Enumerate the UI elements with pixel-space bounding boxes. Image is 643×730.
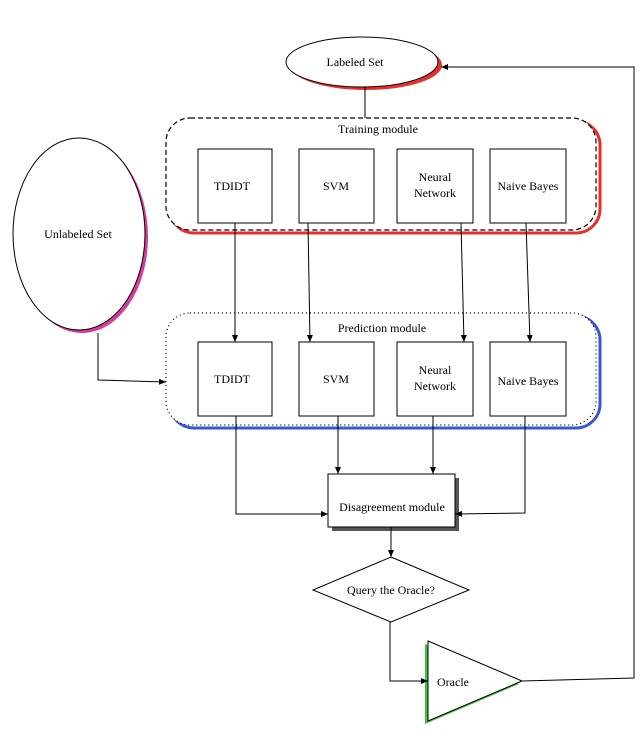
training-neural-label-line1: Neural: [419, 170, 452, 184]
prediction-bayes-to-disagreement-edge: [454, 416, 526, 517]
disagreement-module-box: [327, 473, 456, 528]
prediction-classifier-neural-network: Neural Network: [396, 341, 474, 417]
query-decision-diamond: [311, 556, 471, 623]
prediction-module: Prediction module: [165, 312, 602, 430]
training-classifier-svm: SVM: [298, 148, 375, 224]
training-tdidt-box: [197, 148, 273, 224]
training-module-frame: [165, 117, 597, 231]
prediction-svm-label: SVM: [323, 372, 349, 386]
disagreement-module-label: Disagreement module: [339, 500, 445, 514]
unlabeled-set-shape: [12, 137, 146, 331]
labeled-set-shape: [285, 36, 439, 88]
prediction-module-title: Prediction module: [338, 321, 426, 335]
training-bayes-to-prediction-edge: [525, 222, 533, 343]
prediction-tdidt-label: TDIDT: [214, 372, 251, 386]
training-classifier-naive-bayes: Naive Bayes: [489, 148, 567, 224]
prediction-classifier-naive-bayes: Naive Bayes: [489, 341, 567, 417]
training-neural-network-box: [396, 148, 474, 224]
prediction-classifier-svm: SVM: [298, 341, 375, 417]
training-neural-to-prediction-edge: [460, 222, 467, 343]
unlabeled-set-node: Unlabeled Set: [12, 137, 148, 333]
prediction-neural-label-line2: Network: [414, 379, 456, 393]
oracle-node: Oracle: [425, 640, 524, 724]
training-module: Training module: [165, 117, 602, 235]
training-classifier-tdidt: TDIDT: [197, 148, 273, 224]
training-module-title: Training module: [338, 122, 418, 136]
unlabeled-set-label: Unlabeled Set: [44, 227, 112, 241]
prediction-module-frame: [165, 312, 597, 426]
prediction-neural-label-line1: Neural: [419, 363, 452, 377]
oracle-label: Oracle: [437, 675, 469, 689]
training-svm-label: SVM: [323, 179, 349, 193]
training-neural-label-line2: Network: [414, 186, 456, 200]
query-decision-node: Query the Oracle?: [311, 556, 471, 623]
disagreement-module-node: Disagreement module: [327, 473, 459, 531]
training-svm-box: [298, 148, 375, 224]
unlabeled-to-prediction-edge: [97, 333, 167, 385]
connectors: [97, 64, 635, 684]
labeled-set-label: Labeled Set: [327, 55, 385, 69]
training-naive-bayes-label: Naive Bayes: [498, 179, 559, 193]
prediction-neural-network-box: [396, 341, 474, 417]
prediction-naive-bayes-label: Naive Bayes: [498, 374, 559, 388]
oracle-to-labeled-feedback-edge: [441, 64, 635, 682]
prediction-classifier-tdidt: TDIDT: [197, 341, 273, 417]
training-classifier-neural-network: Neural Network: [396, 148, 474, 224]
training-svm-to-prediction-edge: [306, 222, 313, 343]
prediction-svm-box: [298, 341, 375, 417]
prediction-tdidt-to-disagreement-edge: [235, 416, 328, 517]
training-naive-bayes-box: [489, 148, 567, 224]
query-decision-label: Query the Oracle?: [347, 583, 435, 597]
labeled-set-node: Labeled Set: [285, 36, 442, 90]
training-tdidt-label: TDIDT: [214, 179, 251, 193]
prediction-naive-bayes-box: [489, 341, 567, 417]
decision-to-oracle-edge: [389, 622, 428, 684]
